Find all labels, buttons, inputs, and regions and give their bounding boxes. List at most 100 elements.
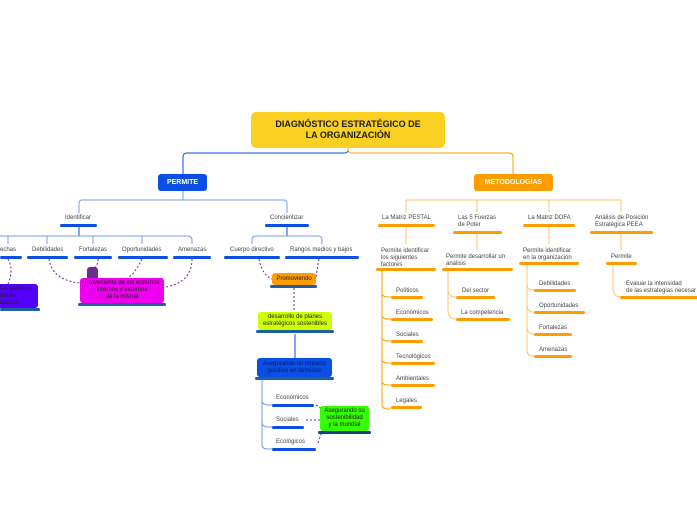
node-line: Asegurando un impacto [262, 360, 327, 367]
node-line: estratégicos sostenibles [262, 321, 328, 327]
dofa-item[interactable]: Amenazas [539, 347, 568, 353]
item-line: de las estrategias necesar [626, 288, 697, 294]
dofa-item[interactable]: Debilidades [539, 281, 571, 287]
pestal-item[interactable]: Sociales [396, 332, 419, 338]
note-line: ble en [0, 292, 17, 299]
note-line: ización [0, 299, 19, 306]
underline [224, 256, 280, 259]
underline [78, 303, 166, 306]
item-sociales[interactable]: Sociales [276, 417, 299, 423]
underline [456, 318, 510, 321]
item-ecologicos[interactable]: Ecológicos [276, 439, 306, 445]
porter-label[interactable]: Las 5 Fuerzas de Poter [458, 215, 496, 229]
porter-item[interactable]: La competencia [461, 310, 504, 316]
underline [534, 311, 585, 314]
porter-item[interactable]: Del sector [462, 288, 490, 294]
underline [391, 318, 433, 321]
note-line: de la misma [105, 294, 139, 300]
permite-node[interactable]: PERMITE [158, 174, 207, 191]
underline [534, 355, 572, 358]
node-line: Asegurando su [324, 408, 365, 414]
root-title-line1: DIAGNÓSTICO ESTRATÉGICO DE [275, 119, 421, 129]
pestal-item[interactable]: Ambientales [396, 376, 430, 382]
pestal-item[interactable]: Económicos [396, 310, 429, 316]
underline [534, 333, 572, 336]
peea-label[interactable]: Análisis de Posición Estratégica PEEA [595, 215, 648, 229]
root-title-line2: LA ORGANIZACIÓN [305, 130, 391, 140]
underline [74, 256, 112, 259]
desc-line: Permite identificar [381, 248, 430, 254]
dofa-desc[interactable]: Permite identificar en la organización [523, 248, 572, 262]
concientizar-label[interactable]: Concientizar [270, 215, 304, 221]
item-amenazas[interactable]: Amenazas [178, 247, 207, 253]
desc-line: Permite identificar [523, 248, 572, 254]
dofa-item[interactable]: Fortalezas [539, 325, 568, 331]
underline [391, 340, 423, 343]
desc-line: factores [381, 262, 403, 268]
pestal-label[interactable]: La Matriz PESTAL [382, 215, 431, 221]
underline [272, 404, 314, 407]
underline [391, 384, 435, 387]
pestal-item[interactable]: Tecnológicos [396, 354, 431, 360]
underline [523, 224, 575, 227]
note-line: Proveniente de los entornos [84, 280, 160, 286]
asegurando-impacto-node[interactable]: Asegurando un impacto positivo en términ… [257, 358, 332, 377]
peea-item[interactable]: Evaluar la intensidad de las estrategias… [626, 281, 696, 295]
pestal-item[interactable]: Políticos [396, 288, 419, 294]
underline [265, 224, 309, 227]
item-economicos[interactable]: Económicos [276, 395, 309, 401]
pestal-desc[interactable]: Permite identificar los siguientes facto… [381, 248, 429, 269]
label-line: Las 5 Fuerzas [458, 215, 497, 221]
desc-line: análisis [446, 261, 467, 267]
underline [272, 448, 316, 451]
underline [118, 256, 168, 259]
item-oportunidades[interactable]: Oportunidades [122, 247, 162, 253]
root-topic[interactable]: DIAGNÓSTICO ESTRATÉGICO DE LA ORGANIZACI… [251, 112, 445, 148]
underline [270, 285, 317, 288]
note-violet[interactable]: las políticas ble en ización [0, 284, 38, 308]
underline [272, 426, 304, 429]
promoviendo-node[interactable]: Promoviendo [272, 273, 316, 285]
underline [376, 268, 436, 271]
item-debilidades[interactable]: Debilidades [32, 247, 64, 253]
desc-line: Permite desarrollar un [446, 254, 506, 260]
item-fortalezas-amenazas-partial[interactable]: echas [0, 247, 17, 253]
pestal-item[interactable]: Legales [396, 398, 418, 404]
item-line: Evaluar la intensidad [626, 281, 682, 287]
peea-desc[interactable]: Permite [611, 254, 632, 260]
underline [442, 268, 513, 271]
dofa-label[interactable]: La Matriz DOFA [528, 215, 571, 221]
note-magenta[interactable]: Proveniente de los entornos internos y e… [80, 278, 164, 303]
item-fortalezas[interactable]: Fortalezas [79, 247, 108, 253]
desc-line: los siguientes [381, 255, 418, 261]
node-line: sostenibilidad [326, 415, 363, 421]
node-line: positivo en términos [267, 367, 322, 374]
underline [256, 330, 334, 333]
purple-marker [87, 267, 98, 280]
underline [0, 308, 40, 311]
underline [173, 256, 211, 259]
desarrollo-node[interactable]: desarrollo de planes estratégicos sosten… [258, 312, 332, 330]
node-line: y la mundial [328, 422, 361, 428]
underline [453, 231, 502, 234]
item-rangos-medios[interactable]: Rangos medios y bajos [290, 247, 353, 253]
underline [391, 362, 435, 365]
sostenibilidad-node[interactable]: Asegurando su sostenibilidad y la mundia… [320, 406, 369, 431]
underline [27, 256, 68, 259]
metodologias-node[interactable]: METODOLOGÍAS [474, 174, 553, 191]
dofa-item[interactable]: Oportunidades [539, 303, 579, 309]
underline [0, 256, 22, 259]
identificar-label[interactable]: Identificar [65, 215, 92, 221]
underline [285, 256, 359, 259]
underline [391, 296, 423, 299]
underline [606, 262, 637, 265]
underline [590, 231, 653, 234]
node-line: desarrollo de planes [267, 314, 323, 320]
underline [534, 289, 576, 292]
item-cuerpo-directivo[interactable]: Cuerpo directivo [230, 247, 274, 253]
underline [255, 377, 334, 380]
identificar-underline [60, 224, 97, 227]
porter-desc[interactable]: Permite desarrollar un análisis [446, 254, 505, 268]
label-line: de Poter [458, 222, 481, 228]
